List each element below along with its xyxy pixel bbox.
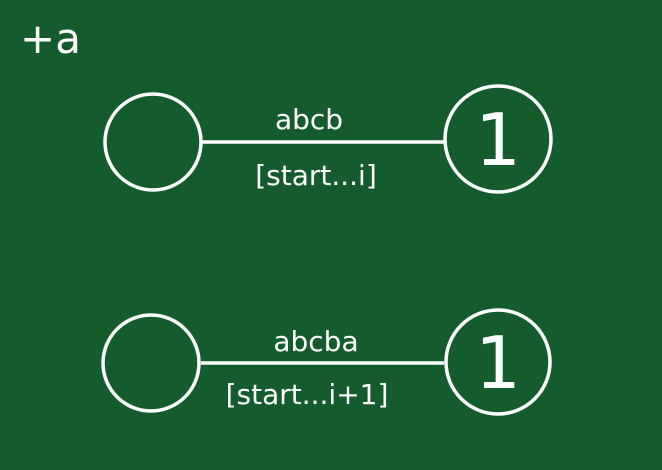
edge-label-2: abcba (273, 325, 358, 358)
transition-2: abcba [start...i+1] 1 (101, 308, 552, 416)
target-value-2: 1 (475, 321, 521, 405)
transition-1: abcb [start...i] 1 (103, 84, 553, 194)
range-label-1: [start...i] (255, 159, 377, 192)
target-node-1 (443, 84, 553, 194)
target-node-2 (444, 308, 552, 416)
target-value-1: 1 (475, 98, 521, 182)
edge-label-1: abcb (275, 103, 343, 136)
source-node-1 (103, 92, 203, 192)
source-node-2 (101, 313, 201, 413)
header-label: +a (20, 14, 81, 63)
range-label-2: [start...i+1] (226, 378, 389, 411)
